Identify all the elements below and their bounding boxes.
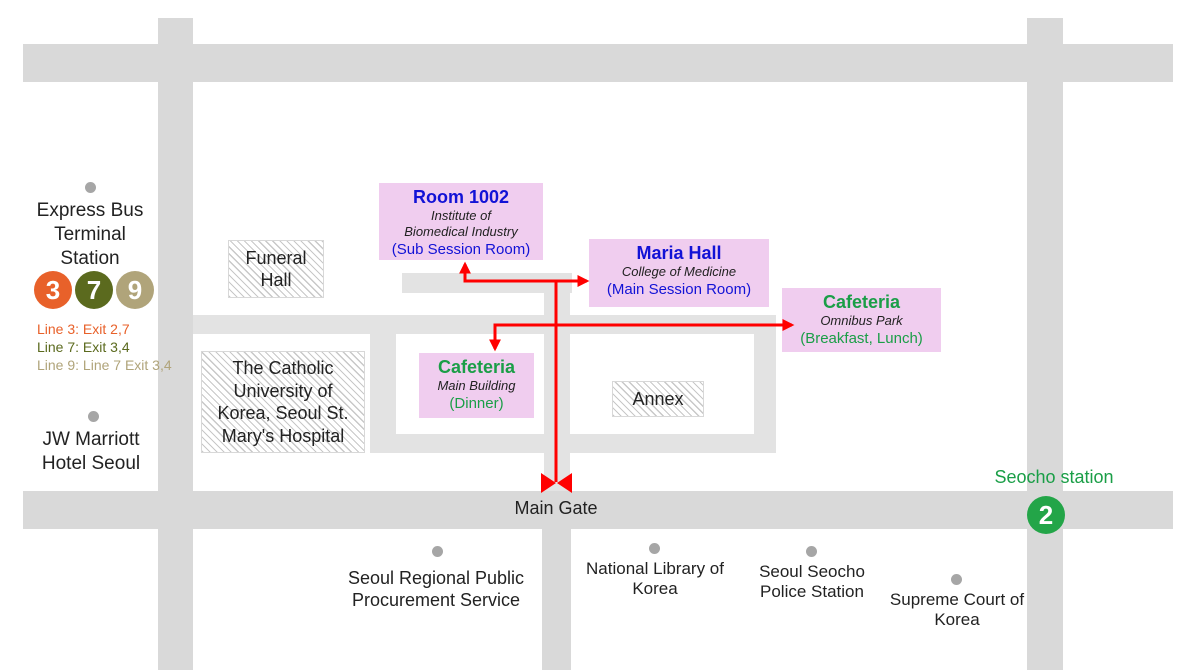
- campus-road-vertical-left: [370, 315, 396, 453]
- campus-road-horizontal: [193, 315, 776, 334]
- line-7-badge: 7: [75, 271, 113, 309]
- road-top: [23, 44, 1173, 82]
- campus-road-lower: [370, 434, 776, 453]
- room-1002-role: (Sub Session Room): [391, 241, 531, 258]
- line-3-badge: 3: [34, 271, 72, 309]
- line-9-badge: 9: [116, 271, 154, 309]
- funeral-hall-building: [228, 240, 324, 298]
- line-2-badge: 2: [1027, 496, 1065, 534]
- procurement-label: Seoul Regional Public Procurement Servic…: [347, 568, 525, 610]
- line-3-exit: Line 3: Exit 2,7: [37, 321, 130, 337]
- maria-hall-card: Maria Hall College of Medicine (Main Ses…: [589, 239, 769, 307]
- line-7-exit: Line 7: Exit 3,4: [37, 339, 130, 355]
- court-dot: [951, 574, 962, 585]
- main-gate-label: Main Gate: [514, 498, 598, 518]
- police-label: Seoul Seocho Police Station: [759, 562, 865, 601]
- jw-marriott-label: JW Marriott Hotel Seoul: [41, 429, 141, 474]
- campus-road-vertical-right: [754, 315, 776, 453]
- campus-road-vertical-center: [544, 273, 570, 491]
- police-dot: [806, 546, 817, 557]
- room-1002-title: Room 1002: [412, 187, 510, 207]
- line-9-exit: Line 9: Line 7 Exit 3,4: [37, 357, 172, 373]
- room-1002-subtitle: Institute of Biomedical Industry: [404, 208, 518, 239]
- annex-building: [612, 381, 704, 417]
- cafeteria-omnibus-role: (Breakfast, Lunch): [800, 330, 923, 347]
- express-bus-label: Express Bus Terminal Station: [36, 200, 144, 269]
- cafeteria-main-subtitle: Main Building: [437, 378, 516, 393]
- cafeteria-main-role: (Dinner): [449, 395, 504, 412]
- jw-marriott-dot: [88, 411, 99, 422]
- funeral-hall-label: Funeral Hall: [245, 247, 307, 291]
- cafeteria-main-card: Cafeteria Main Building (Dinner): [419, 353, 534, 418]
- maria-hall-title: Maria Hall: [636, 243, 722, 263]
- cafeteria-omnibus-card: Cafeteria Omnibus Park (Breakfast, Lunch…: [782, 288, 941, 352]
- maria-hall-subtitle: College of Medicine: [621, 264, 737, 279]
- room-1002-card: Room 1002 Institute of Biomedical Indust…: [379, 183, 543, 260]
- maria-hall-role: (Main Session Room): [606, 281, 752, 298]
- court-label: Supreme Court of Korea: [889, 590, 1025, 629]
- cafeteria-omnibus-subtitle: Omnibus Park: [820, 313, 903, 328]
- hospital-building: [201, 351, 365, 453]
- cafeteria-main-title: Cafeteria: [437, 357, 516, 377]
- express-bus-dot: [85, 182, 96, 193]
- seocho-station-label: Seocho station: [994, 467, 1114, 487]
- road-bottom: [23, 491, 1173, 529]
- annex-label: Annex: [632, 388, 684, 409]
- cafeteria-omnibus-title: Cafeteria: [822, 292, 901, 312]
- road-left: [158, 18, 193, 670]
- library-dot: [649, 543, 660, 554]
- hospital-label: The Catholic University of Korea, Seoul …: [217, 358, 349, 446]
- road-right: [1027, 18, 1063, 670]
- procurement-dot: [432, 546, 443, 557]
- road-gate-south: [542, 529, 571, 670]
- library-label: National Library of Korea: [586, 559, 724, 598]
